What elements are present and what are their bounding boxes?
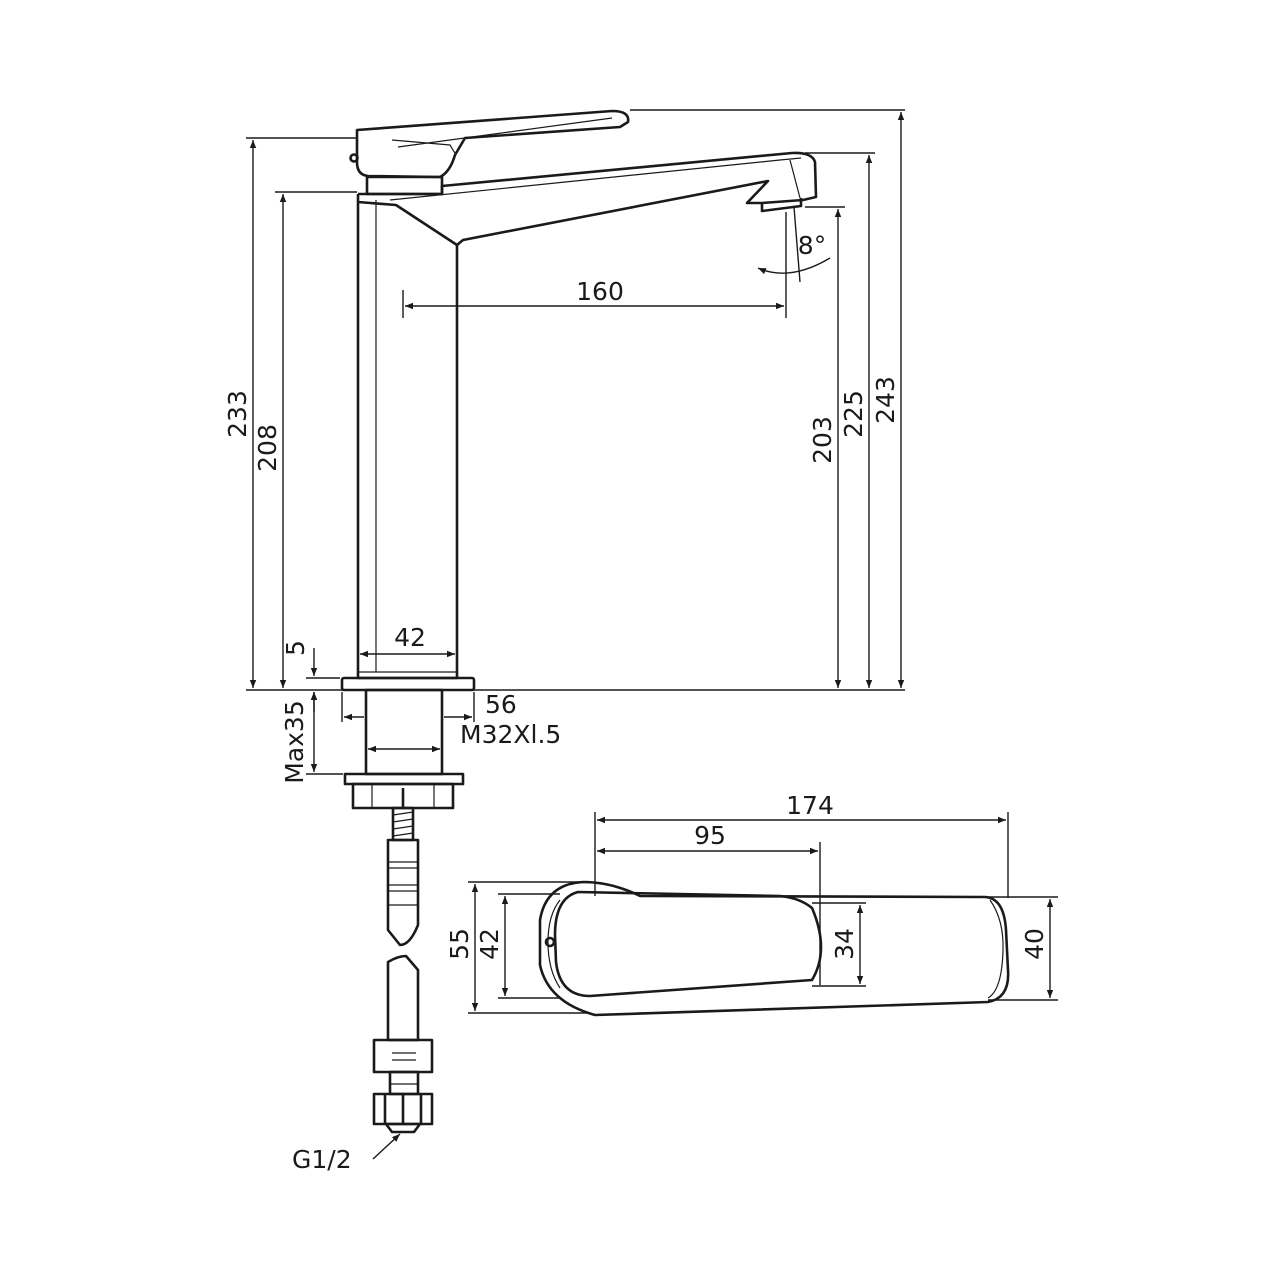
lever-handle (355, 109, 630, 179)
body-column (356, 194, 459, 680)
spout-arm (357, 151, 818, 247)
hose-fitting (372, 1038, 434, 1074)
dim-label-95: 95 (694, 821, 726, 850)
faucet-side-view (340, 109, 818, 692)
top-view-dimensions: 174 95 55 42 34 40 (445, 791, 1058, 1014)
dim-label-thread: M32Xl.5 (460, 720, 561, 749)
dim-label-40: 40 (1020, 928, 1049, 960)
top-view-lever (553, 890, 823, 998)
dim-label-243: 243 (871, 376, 900, 424)
dim-label-174: 174 (786, 791, 834, 820)
hose-lower (386, 954, 420, 1042)
dim-label-42-body: 42 (394, 623, 426, 652)
dim-arc-8deg (757, 257, 831, 275)
dim-label-34: 34 (830, 928, 859, 960)
dim-label-5: 5 (281, 640, 310, 656)
dim-label-208: 208 (253, 424, 282, 472)
dim-label-56: 56 (485, 690, 517, 719)
dim-label-203: 203 (808, 416, 837, 464)
dim-label-160: 160 (576, 277, 624, 306)
hex-nut (372, 1092, 434, 1126)
base-plate (340, 676, 476, 692)
aerator (760, 198, 803, 213)
dim-label-55: 55 (445, 928, 474, 960)
side-view-dimensions: 233 208 5 Max35 160 8° 42 56 M32Xl.5 (223, 109, 905, 1174)
threaded-shank (364, 688, 444, 776)
hose-upper (386, 838, 420, 947)
dim-label-8deg: 8° (798, 231, 826, 260)
dim-label-233: 233 (223, 390, 252, 438)
top-view-outline (538, 880, 1010, 1017)
mounting-washer (343, 772, 465, 786)
faucet-top-view (538, 880, 1010, 1017)
dim-label-max35: Max35 (280, 700, 309, 784)
dim-label-g12: G1/2 (292, 1145, 352, 1174)
cartridge-collar (365, 175, 444, 196)
dim-label-225: 225 (839, 390, 868, 438)
mounting-assembly (343, 688, 465, 1134)
dim-label-42-top: 42 (475, 928, 504, 960)
